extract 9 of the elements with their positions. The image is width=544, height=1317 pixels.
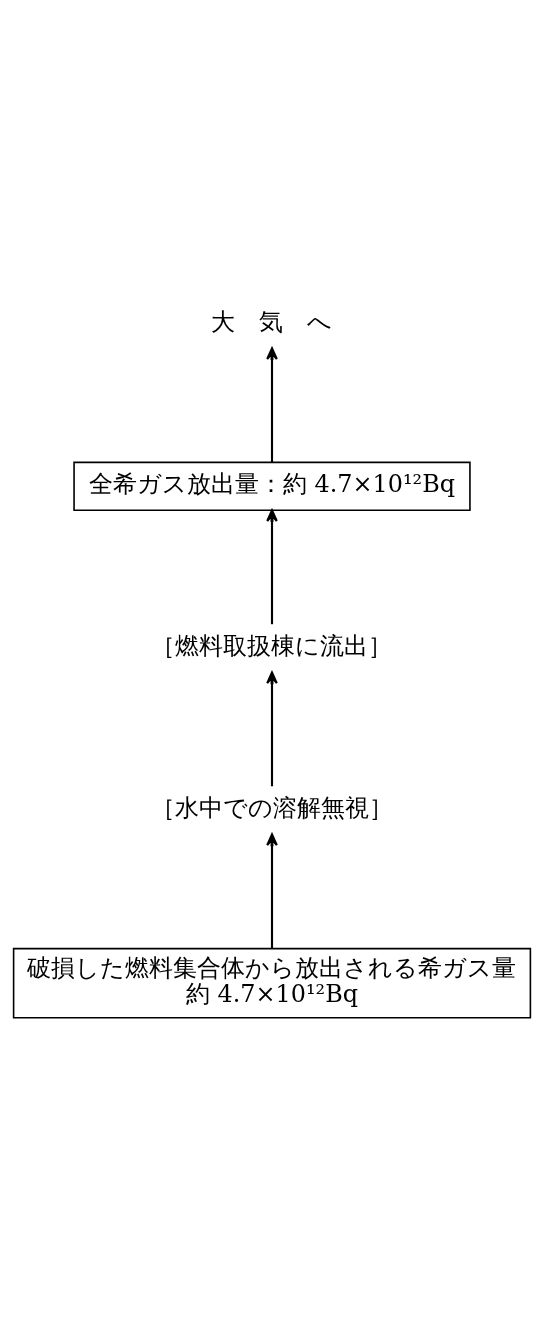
node-box: 全希ガス放出量：約 4.7×10¹²Bq: [73, 461, 471, 511]
arrow: [266, 832, 278, 948]
node-text: 大 気 へ: [211, 307, 333, 336]
node-text: ［水中での溶解無視］: [151, 793, 393, 822]
node-box: 破損した燃料集合体から放出される希ガス量 約 4.7×10¹²Bq: [12, 947, 532, 1018]
node-text: ［燃料取扱棟に流出］: [151, 631, 393, 660]
arrow: [266, 346, 278, 462]
arrow: [266, 508, 278, 624]
arrow: [266, 670, 278, 786]
